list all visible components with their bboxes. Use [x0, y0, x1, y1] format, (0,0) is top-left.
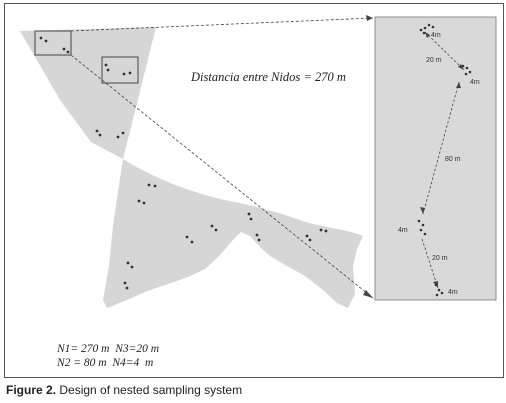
nest-dot: [308, 238, 312, 242]
study-area-upper: [20, 27, 156, 159]
nest-dot: [257, 238, 261, 242]
arrow-head: [420, 207, 425, 214]
nest-dot: [324, 229, 328, 233]
nest-dot: [137, 199, 141, 203]
caption-text: Design of nested sampling system: [56, 383, 243, 397]
zoom-panel: [374, 16, 497, 301]
connector-top: [70, 17, 374, 32]
zoom-seg-20m-top: [424, 31, 465, 71]
distance-label: Distancia entre Nidos = 270 m: [191, 70, 346, 84]
figure-frame: 4m 20 m 4m 80 m 4m 20 m 4m Distancia ent…: [4, 3, 504, 378]
legend: N1= 270 m N3=20 m N2 = 80 m N4=4 m: [57, 342, 159, 370]
nest-dot: [185, 235, 189, 239]
nest-dot: [116, 135, 120, 139]
zoom-label-20m-top: 20 m: [426, 57, 442, 64]
zoom-label-bottom-4m: 4m: [448, 289, 458, 296]
legend-line-1: N1= 270 m N3=20 m: [57, 343, 160, 355]
nest-dot: [147, 183, 151, 187]
zoom-label-left-4m: 4m: [398, 227, 408, 234]
sample-box-2: [101, 56, 139, 84]
nest-dot: [130, 265, 134, 269]
nest-dot: [44, 39, 48, 43]
nest-dot: [153, 184, 157, 188]
nest-dot: [95, 129, 99, 133]
zoom-label-80m: 80 m: [445, 156, 461, 163]
nest-dot: [247, 212, 251, 216]
nest-dot: [66, 50, 70, 54]
nest-dot: [106, 68, 110, 72]
arrow-head: [458, 64, 464, 70]
arrow-head: [456, 82, 461, 88]
figure-caption: Figure 2. Design of nested sampling syst…: [6, 383, 242, 397]
nest-dot: [125, 286, 129, 290]
nest-dot: [214, 228, 218, 232]
nest-dot: [249, 217, 253, 221]
nest-dot: [305, 234, 309, 238]
zoom-label-top-4m: 4m: [431, 32, 441, 39]
arrow-head: [425, 32, 430, 38]
nest-dot: [123, 281, 127, 285]
nest-dot: [122, 72, 126, 76]
nest-dot: [255, 233, 259, 237]
nest-dot: [319, 228, 323, 232]
sample-box-1: [34, 30, 72, 56]
nest-dot: [98, 133, 102, 137]
nest-dot: [210, 224, 214, 228]
nest-dot: [104, 63, 108, 67]
caption-prefix: Figure 2.: [6, 383, 57, 397]
study-area-lower: [103, 159, 363, 308]
nest-dot: [142, 201, 146, 205]
nest-dot: [62, 47, 66, 51]
nest-dot: [121, 131, 125, 135]
zoom-label-mid-4m: 4m: [470, 79, 480, 86]
zoom-label-20m-bottom: 20 m: [432, 255, 448, 262]
sampling-diagram: 4m 20 m 4m 80 m 4m 20 m 4m: [20, 15, 497, 308]
nest-dot: [128, 71, 132, 75]
zoom-seg-20m-bottom: [421, 238, 439, 289]
nest-dot: [39, 36, 43, 40]
nest-dot: [190, 240, 194, 244]
legend-line-2: N2 = 80 m N4=4 m: [57, 357, 154, 369]
zoom-seg-80m: [422, 81, 460, 215]
nest-dot: [126, 261, 130, 265]
